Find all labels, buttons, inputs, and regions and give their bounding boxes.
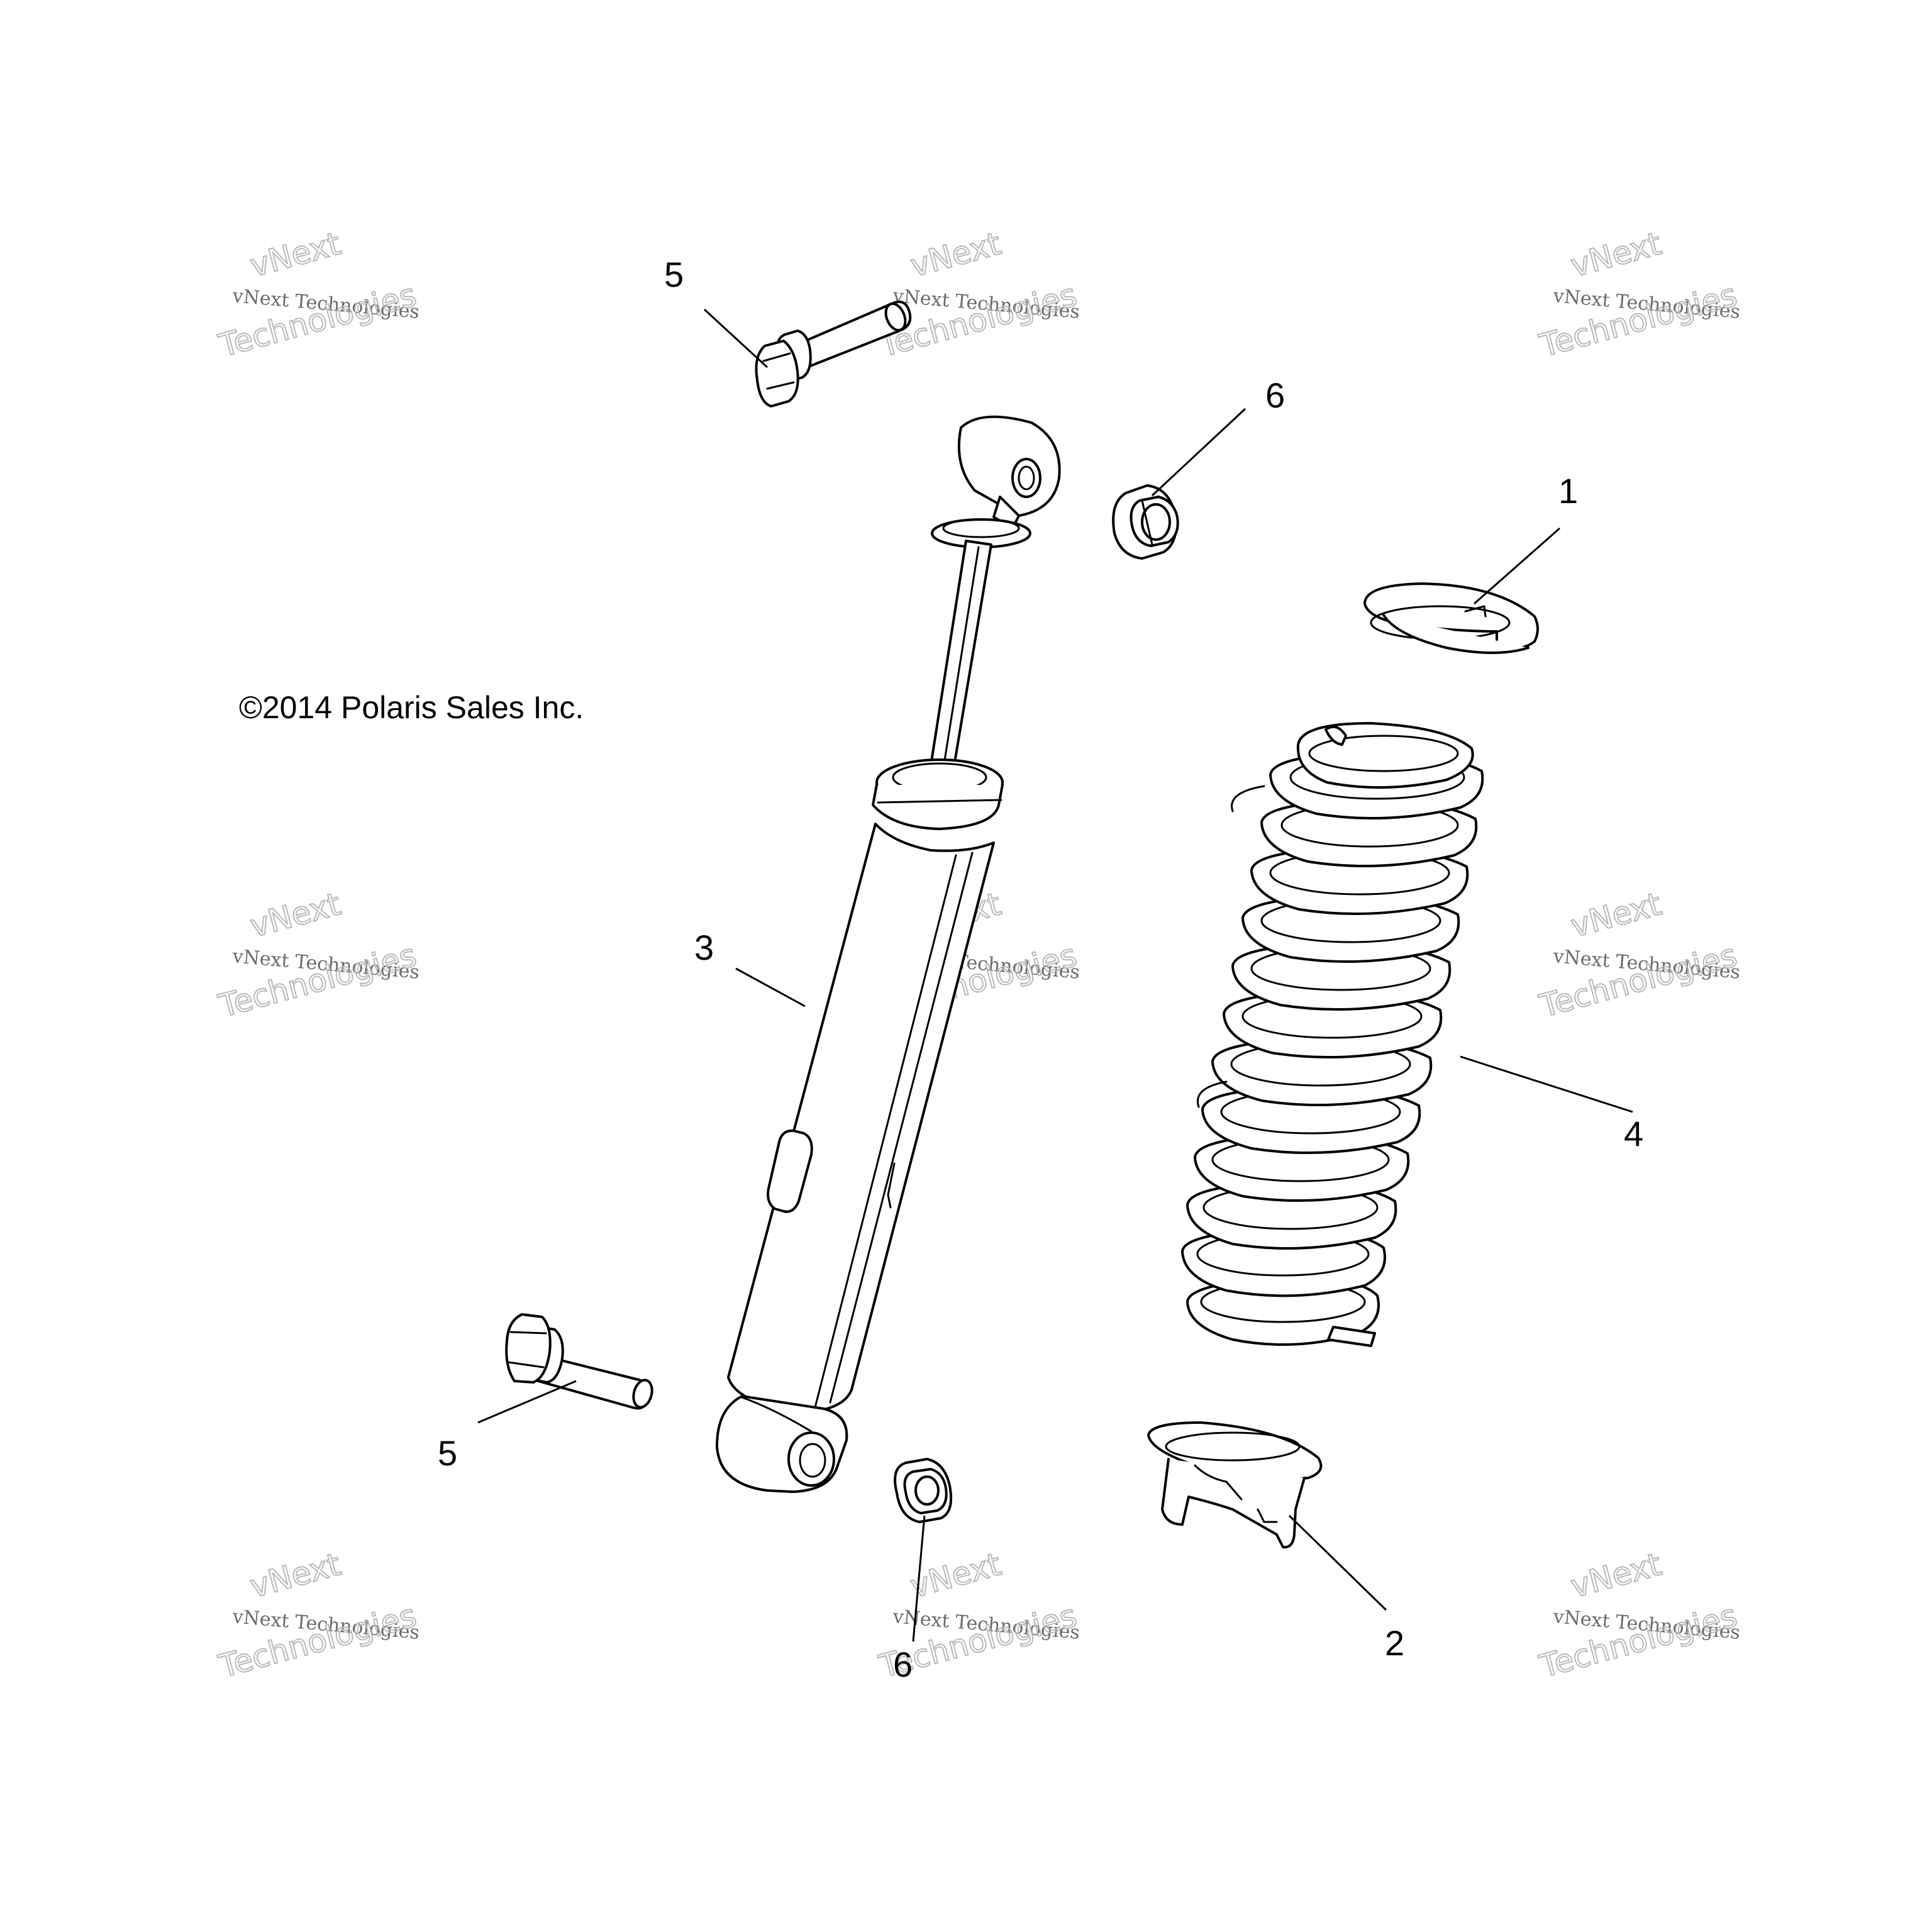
lower-spring-seat [1147,1421,1323,1549]
leader-5-top [703,308,769,369]
svg-text:vNext: vNext [907,225,1005,284]
svg-text:vNext: vNext [247,1546,345,1605]
bolt-bottom [505,1313,653,1410]
watermark: vNext vNext Technologies Technologies [214,1545,421,1685]
shock-absorber [716,415,1061,1493]
watermark: vNext vNext Technologies Technologies [214,885,421,1025]
callout-2: 2 [1385,1623,1404,1663]
leader-4 [1460,1055,1633,1113]
leader-1 [1474,527,1560,605]
leader-3 [735,967,806,1008]
leader-6-bottom [912,1515,926,1642]
flange-nut-top [1112,484,1179,560]
callout-5-bottom: 5 [438,1433,457,1473]
leader-lines [477,308,1633,1642]
callout-6-bottom: 6 [893,1645,913,1684]
watermark: vNext vNext Technologies Technologies [1535,885,1741,1025]
callout-3: 3 [694,928,714,967]
watermark: vNext vNext Technologies Technologies [214,225,421,365]
svg-text:vNext: vNext [1567,1546,1665,1605]
coil-turns [1181,722,1484,1347]
callout-5-top: 5 [664,255,684,294]
svg-text:vNext: vNext [1567,225,1665,284]
watermark: vNext vNext Technologies Technologies [1535,1545,1741,1685]
callout-6-top: 6 [1265,375,1285,415]
callouts: 1 2 3 4 5 5 6 6 [438,255,1643,1684]
leader-6-top [1151,408,1246,497]
callout-1: 1 [1558,471,1578,511]
copyright-text: ©2014 Polaris Sales Inc. [239,690,584,725]
svg-text:vNext: vNext [247,886,345,945]
flange-nut-bottom [894,1458,953,1523]
bolt-top [755,300,912,408]
svg-text:vNext: vNext [247,225,345,284]
svg-text:vNext: vNext [1567,886,1665,945]
leader-2 [1288,1514,1387,1611]
watermark: vNext vNext Technologies Technologies [1535,225,1741,365]
spring-retainer-clip [1363,582,1539,654]
callout-4: 4 [1624,1114,1643,1153]
coil-spring [1181,722,1484,1347]
leader-5-bottom [477,1380,577,1424]
watermark: vNext vNext Technologies Technologies [875,225,1081,365]
